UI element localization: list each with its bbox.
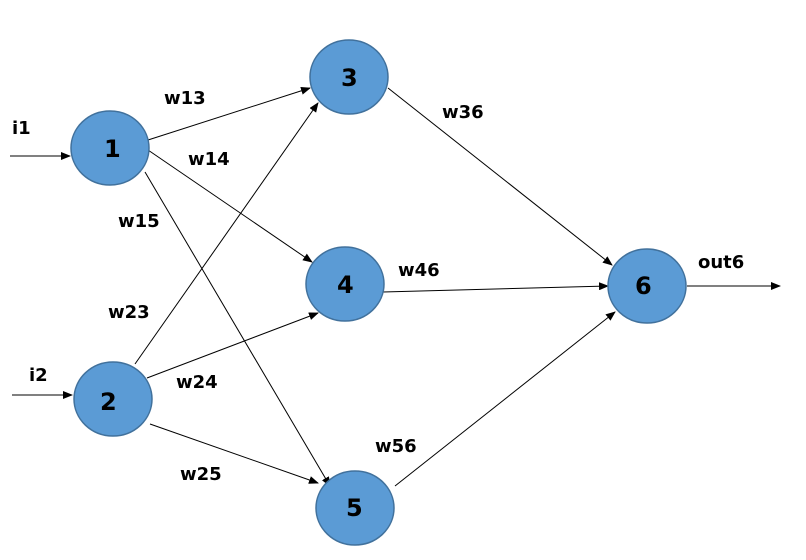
edge-label-w46: w46	[398, 260, 440, 281]
node-3-label: 3	[341, 64, 358, 92]
node-4: 4	[305, 246, 385, 322]
edge-1-5	[144, 171, 331, 487]
edge-label-w15: w15	[118, 211, 160, 232]
edge-4-6	[382, 282, 609, 293]
node-5-label: 5	[346, 494, 363, 522]
node-4-label: 4	[337, 271, 354, 299]
edge-label-w24: w24	[176, 372, 218, 393]
node-5: 5	[315, 470, 395, 546]
edge-label-w14: w14	[188, 149, 230, 170]
edge-2-4	[146, 312, 319, 379]
input-label-i2: i2	[29, 365, 48, 386]
edge-label-w56: w56	[375, 436, 417, 457]
node-6-label: 6	[635, 272, 652, 300]
edge-label-w25: w25	[180, 464, 222, 485]
node-6: 6	[607, 248, 687, 324]
node-1: 1	[70, 110, 150, 186]
edge-label-w23: w23	[108, 302, 150, 323]
edge-2-5	[149, 423, 319, 484]
edge-1-4	[147, 149, 313, 263]
edge-label-w36: w36	[442, 102, 484, 123]
edge-5-6	[394, 311, 616, 487]
node-2-label: 2	[100, 388, 117, 416]
input-label-i1: i1	[12, 118, 31, 139]
edge-1-3	[147, 86, 311, 141]
node-2: 2	[73, 361, 153, 437]
edge-2-3	[134, 102, 319, 365]
edge-label-w13: w13	[164, 88, 206, 109]
node-1-label: 1	[104, 135, 121, 163]
output-label: out6	[698, 252, 744, 273]
node-3: 3	[309, 39, 389, 115]
edge-3-6	[387, 87, 613, 266]
